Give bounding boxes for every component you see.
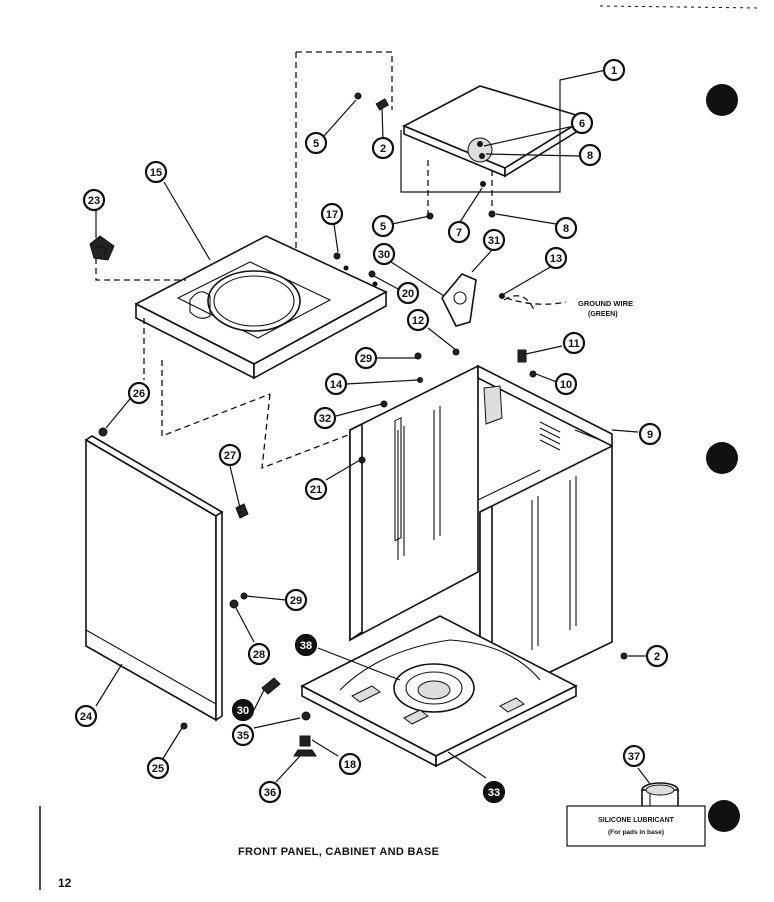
svg-text:17: 17 [326, 209, 338, 221]
part-31-bracket [441, 273, 505, 327]
svg-text:2: 2 [654, 651, 660, 663]
svg-text:1: 1 [611, 65, 617, 77]
binder-hole-middle [706, 442, 738, 474]
silicone-label-line1: SILICONE LUBRICANT [598, 817, 675, 824]
svg-text:31: 31 [488, 235, 500, 247]
svg-text:2: 2 [380, 143, 386, 155]
callout-25: 25 [146, 756, 170, 780]
callout-8-lower: 8 [554, 216, 578, 240]
callout-36: 36 [258, 780, 282, 804]
svg-text:18: 18 [344, 759, 356, 771]
svg-text:7: 7 [456, 227, 462, 239]
callout-10: 10 [554, 372, 578, 396]
svg-text:23: 23 [88, 195, 100, 207]
diagram-caption: FRONT PANEL, CABINET AND BASE [238, 846, 440, 858]
callout-6: 6 [570, 111, 594, 135]
silicone-label-box [566, 805, 706, 847]
callout-29-lower: 29 [284, 588, 308, 612]
svg-text:6: 6 [579, 118, 585, 130]
svg-text:25: 25 [152, 763, 164, 775]
page-number: 12 [58, 876, 72, 890]
callout-33: 33 [482, 780, 506, 804]
callout-27: 27 [218, 443, 242, 467]
svg-text:8: 8 [563, 223, 569, 235]
callout-38: 38 [294, 633, 318, 657]
callout-23: 23 [82, 188, 106, 212]
callout-9: 9 [638, 422, 662, 446]
callout-2-right: 2 [645, 644, 669, 668]
silicone-label-line2: (For pads in base) [608, 829, 664, 836]
callout-13: 13 [544, 246, 568, 270]
callout-21: 21 [304, 477, 328, 501]
ground-wire-label-line2: (GREEN) [588, 311, 618, 318]
lid-assembly [402, 85, 588, 187]
callout-31: 31 [482, 228, 506, 252]
ground-wire-label-line1: GROUND WIRE [578, 299, 633, 308]
svg-text:8: 8 [587, 150, 593, 162]
callout-5-hinge: 5 [371, 214, 395, 238]
scan-edge-mark [599, 5, 761, 9]
callout-17: 17 [320, 202, 344, 226]
svg-text:33: 33 [488, 787, 500, 799]
svg-text:21: 21 [310, 484, 322, 496]
callout-1: 1 [602, 58, 626, 82]
svg-text:37: 37 [628, 751, 640, 763]
base [300, 615, 578, 768]
svg-text:15: 15 [150, 167, 162, 179]
callout-29-top: 29 [354, 346, 378, 370]
callout-7: 7 [447, 220, 471, 244]
callout-26: 26 [127, 381, 151, 405]
top-cover [134, 235, 388, 380]
svg-text:14: 14 [330, 379, 343, 391]
callout-14: 14 [324, 372, 348, 396]
callout-30-top: 30 [372, 242, 396, 266]
part-23-clip [89, 235, 115, 261]
callout-20: 20 [396, 281, 420, 305]
callout-18: 18 [338, 752, 362, 776]
callout-37: 37 [622, 744, 646, 768]
callout-2: 2 [371, 136, 395, 160]
binder-hole-bottom [708, 800, 740, 832]
cabinet [349, 364, 613, 708]
svg-text:5: 5 [380, 221, 386, 233]
svg-text:10: 10 [560, 379, 572, 391]
svg-text:35: 35 [237, 730, 249, 742]
front-panel [84, 435, 224, 722]
svg-text:32: 32 [319, 413, 331, 425]
svg-text:13: 13 [550, 253, 562, 265]
svg-text:20: 20 [402, 288, 414, 300]
callout-8: 8 [578, 143, 602, 167]
callout-24: 24 [74, 704, 98, 728]
svg-text:11: 11 [568, 338, 580, 350]
svg-text:29: 29 [360, 353, 372, 365]
svg-text:36: 36 [264, 787, 276, 799]
svg-text:28: 28 [253, 649, 265, 661]
svg-text:12: 12 [412, 315, 424, 327]
callout-11: 11 [562, 331, 586, 355]
callout-5: 5 [304, 131, 328, 155]
callout-32: 32 [313, 406, 337, 430]
callout-12: 12 [406, 308, 430, 332]
callout-28: 28 [247, 642, 271, 666]
callout-35: 35 [231, 723, 255, 747]
svg-text:30: 30 [237, 705, 249, 717]
svg-text:29: 29 [290, 595, 302, 607]
callout-15: 15 [144, 160, 168, 184]
binder-hole-top [706, 84, 738, 116]
svg-text:38: 38 [300, 640, 312, 652]
leader-lines [95, 99, 651, 785]
svg-text:5: 5 [313, 138, 319, 150]
svg-text:27: 27 [224, 450, 236, 462]
svg-text:26: 26 [133, 388, 145, 400]
svg-text:30: 30 [378, 249, 390, 261]
svg-text:9: 9 [647, 429, 653, 441]
svg-text:24: 24 [80, 711, 93, 723]
callout-30-lower: 30 [231, 698, 255, 722]
